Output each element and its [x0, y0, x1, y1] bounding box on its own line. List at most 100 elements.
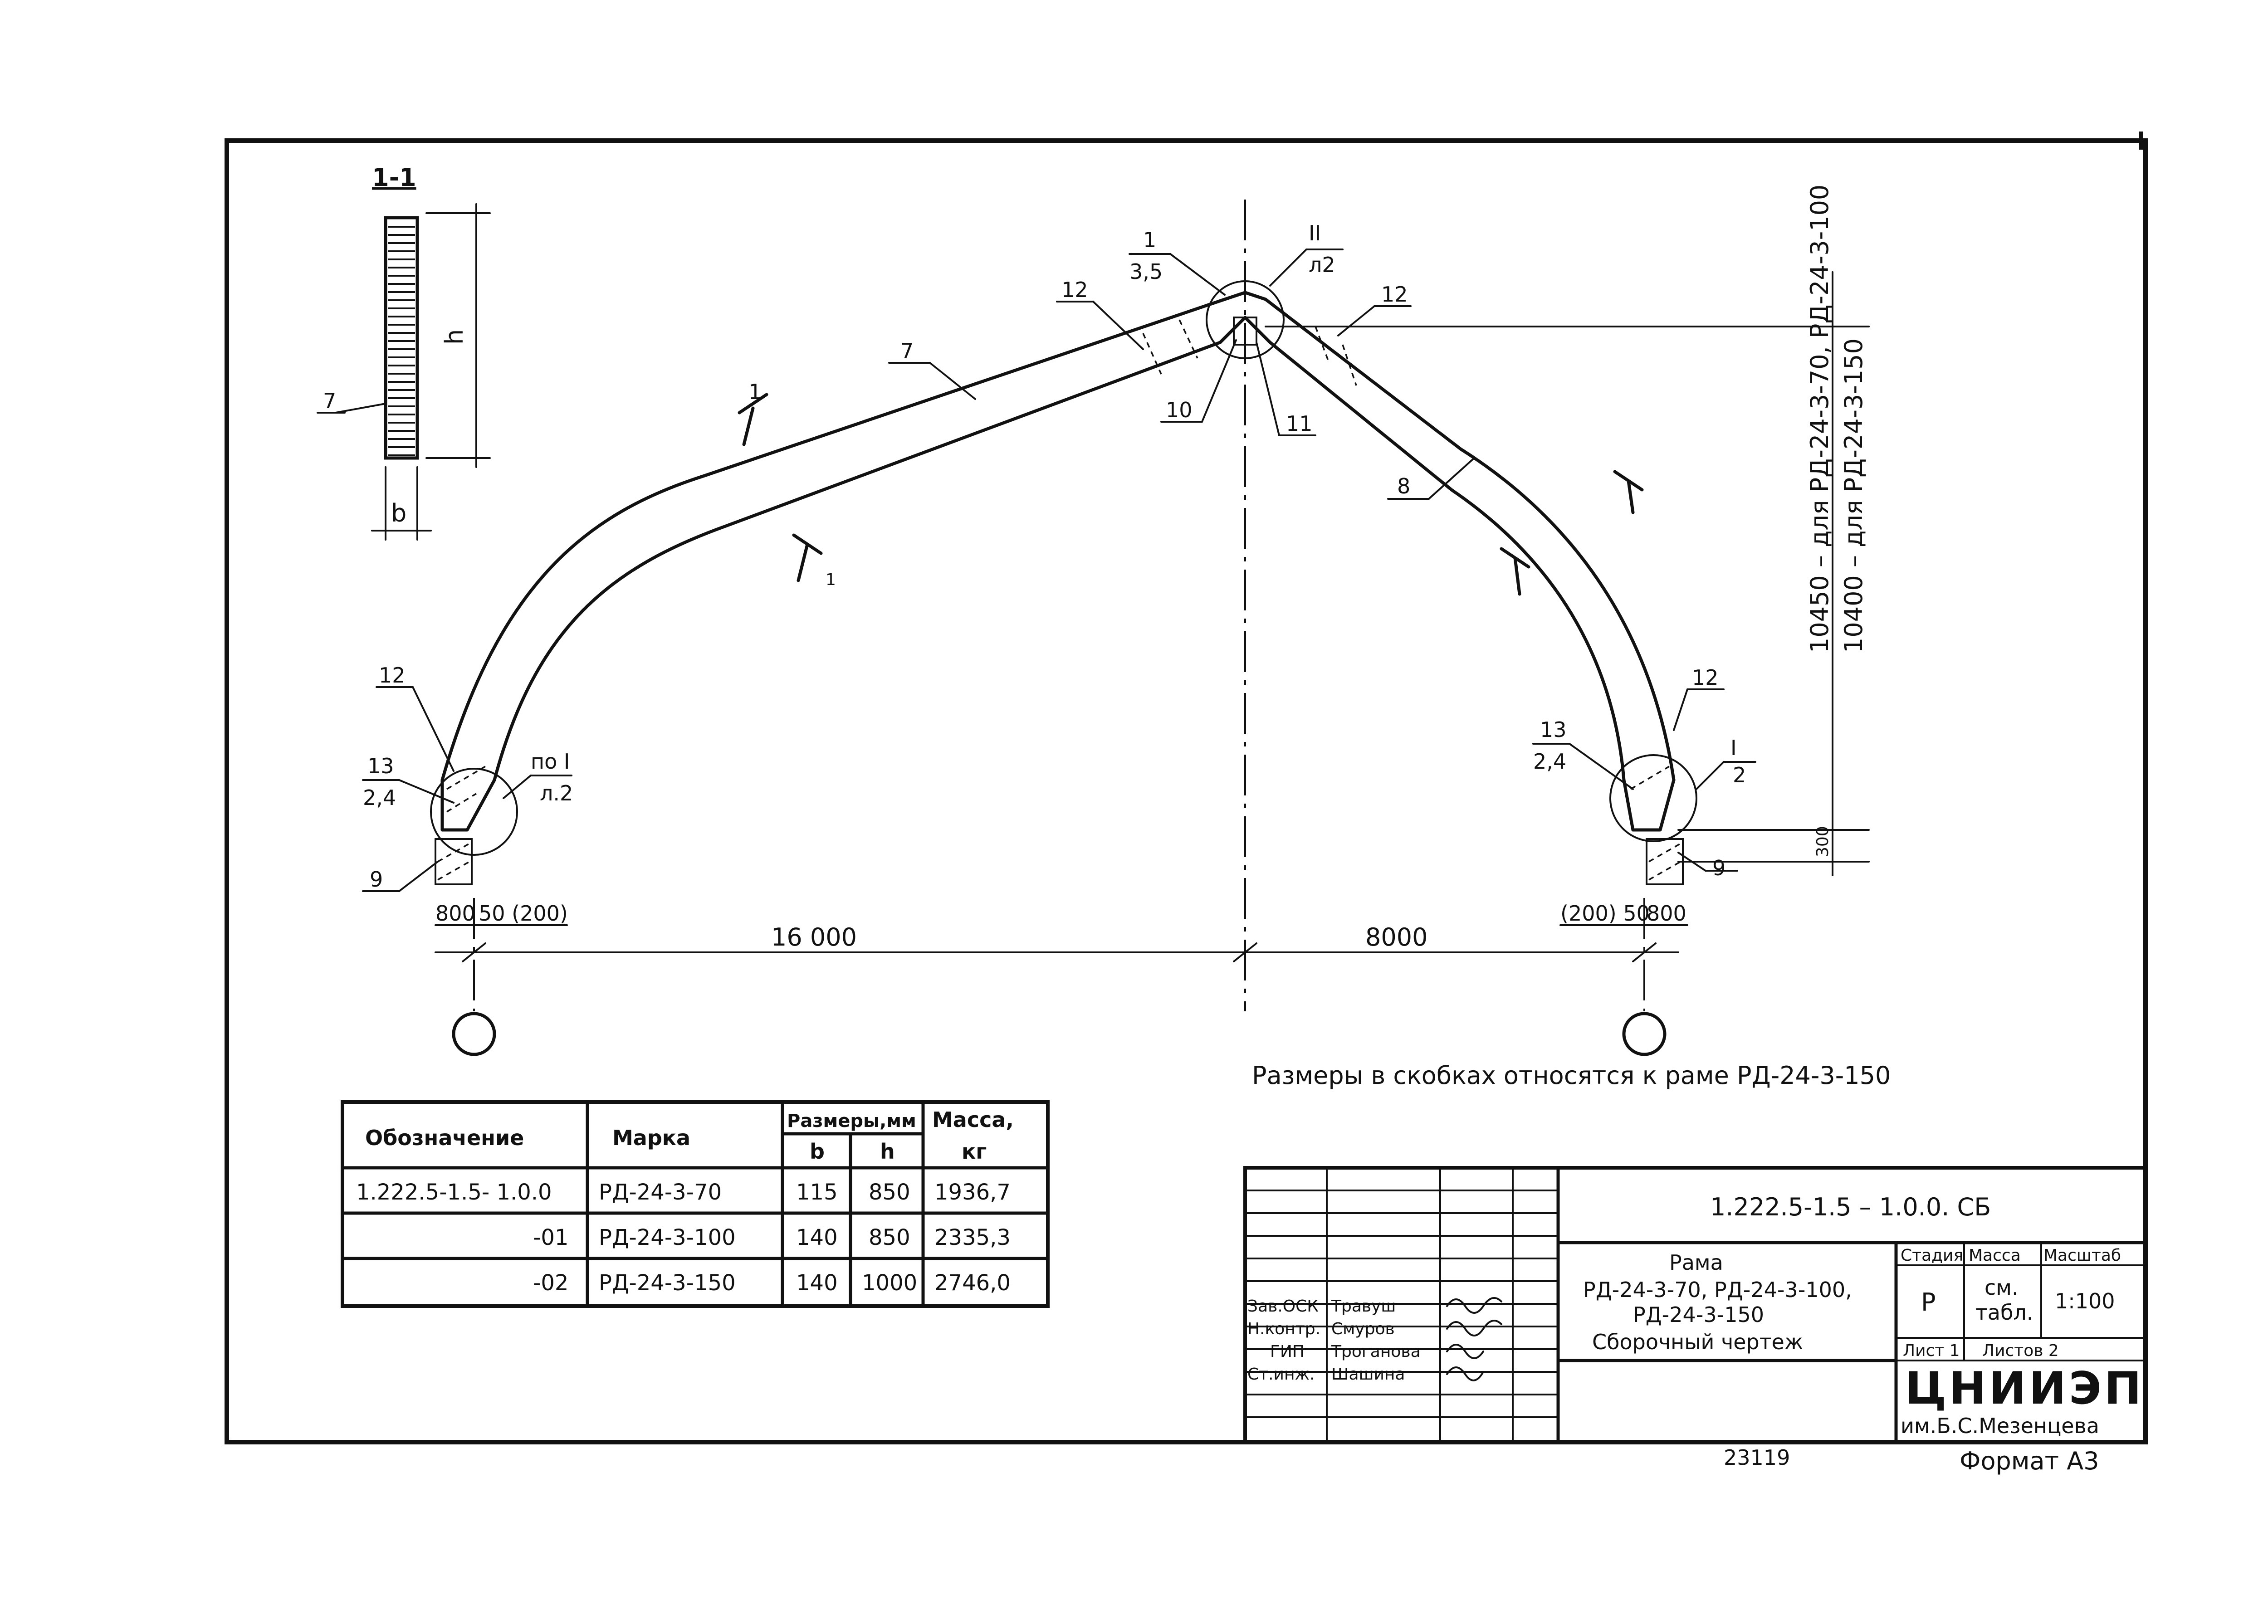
- part-13r-label: 13: [1540, 717, 1567, 742]
- ridge-hatch-right-2: [1342, 344, 1357, 386]
- left-rafter-inner: [493, 341, 1222, 782]
- name-4: Шашина: [1331, 1365, 1405, 1384]
- signature-4: [1446, 1366, 1484, 1381]
- spec-r1-b: 115: [796, 1180, 838, 1205]
- dimensions: 16 000 8000 800 50 (200) (200) 50 800 30…: [435, 185, 1870, 962]
- cut-mark-right-top: [1613, 470, 1644, 514]
- spec-r3-mass: 2746,0: [934, 1270, 1011, 1296]
- spec-header-sizes: Размеры,мм: [787, 1111, 916, 1131]
- cut-mark-bottom: [792, 533, 823, 582]
- part-1-label: 1: [1143, 228, 1156, 252]
- leader-7: [335, 403, 386, 414]
- tick-ridge: [1233, 942, 1257, 962]
- stamp-border: [1243, 1166, 2147, 1444]
- spec-header-mass: Масса,: [932, 1107, 1014, 1132]
- spec-r2-mass: 2335,3: [934, 1225, 1011, 1250]
- spec-r1-designation: 1.222.5-1.5- 1.0.0: [356, 1180, 552, 1205]
- part-8-label: 8: [1397, 474, 1410, 498]
- signature-3: [1446, 1344, 1484, 1359]
- part-9l-label: 9: [370, 867, 383, 892]
- dim-b-label: b: [391, 499, 406, 527]
- part-10-label: 10: [1166, 398, 1193, 422]
- spec-header-b: b: [810, 1139, 825, 1164]
- spec-header-designation: Обозначение: [365, 1126, 524, 1150]
- part-13r-sheet: 2,4: [1533, 749, 1566, 774]
- spec-table-border: [341, 1100, 1050, 1308]
- stamp-org-2: им.Б.С.Мезенцева: [1901, 1414, 2099, 1438]
- stamp-sheet: Лист 1: [1903, 1341, 1960, 1360]
- leader-8: [1428, 457, 1475, 500]
- height-label-2: 10400 – для РД-24-3-150: [1839, 338, 1868, 653]
- part-7-label: 7: [323, 389, 336, 413]
- leader-11: [1256, 341, 1280, 436]
- spec-header-h: h: [880, 1139, 895, 1164]
- ridge-hatch-right-1: [1315, 326, 1330, 363]
- right-gap-label: (200) 50: [1560, 901, 1650, 926]
- right-base-hatch-2: [1648, 861, 1681, 881]
- part-II-label: II: [1309, 221, 1321, 245]
- part-labels: 1 3,5 II л2 12 12 7 8 10 11 12: [362, 221, 1756, 892]
- tick-right: [1632, 942, 1657, 962]
- inventory-number: 23119: [1724, 1445, 1790, 1470]
- dim-h-label: h: [440, 329, 469, 345]
- leader-9l: [398, 861, 439, 892]
- leader-13l: [398, 779, 455, 804]
- part-II-sheet: л2: [1309, 253, 1335, 277]
- spec-table: Обозначение Марка Размеры,мм b h Масса, …: [341, 1100, 1050, 1308]
- leader-12c: [412, 686, 455, 772]
- spec-r1-h: 850: [869, 1180, 910, 1205]
- part-13l-label: 13: [367, 754, 394, 778]
- signature-1: [1446, 1297, 1502, 1314]
- spec-r1-mass: 1936,7: [934, 1180, 1011, 1205]
- leader-7-arch: [929, 362, 976, 400]
- axis-bubble-left: [452, 1012, 496, 1056]
- ridge-hatch-left-2: [1178, 319, 1198, 359]
- part-1-sheet: 3,5: [1129, 259, 1163, 284]
- left-joint-hatch: [446, 766, 486, 790]
- right-foot-label: 800: [1647, 901, 1686, 926]
- format-label: Формат А3: [1960, 1447, 2099, 1475]
- role-2: Н.контр.: [1247, 1320, 1320, 1338]
- cut-label-2: 1: [826, 571, 836, 589]
- stamp-title-1: Рама: [1669, 1250, 1723, 1275]
- stamp-stage-h: Стадия: [1901, 1246, 1963, 1265]
- part-13l-sheet: 2,4: [363, 785, 396, 810]
- name-2: Смуров: [1331, 1320, 1395, 1338]
- stamp-rows: [1245, 1190, 1558, 1418]
- part-pol-label: по I: [531, 749, 570, 774]
- stamp-title-2: РД-24-3-70, РД-24-3-100,: [1583, 1278, 1852, 1302]
- h300-label: 300: [1813, 826, 1832, 857]
- section-rect: [384, 216, 419, 460]
- ridge-hatch-left-1: [1142, 333, 1162, 375]
- leader-II: [1269, 249, 1307, 287]
- leader-10: [1201, 339, 1237, 423]
- ridge-detail-circle: [1206, 280, 1285, 359]
- section-hatch: [388, 226, 415, 456]
- part-pol-sheet: л.2: [540, 781, 573, 805]
- stamp-scale-h: Масштаб: [2043, 1246, 2121, 1265]
- ridge-connector: [1233, 317, 1257, 346]
- role-3: ГИП: [1270, 1342, 1305, 1361]
- left-rafter-outer: [440, 297, 1227, 782]
- spec-r2-b: 140: [796, 1225, 838, 1250]
- name-3: Троганова: [1331, 1342, 1421, 1361]
- leader-1: [1169, 253, 1226, 296]
- right-joint-hatch: [1630, 766, 1670, 790]
- leader-Ir: [1696, 761, 1725, 790]
- stamp-mass-2: табл.: [1975, 1300, 2033, 1325]
- drawing-frame: [225, 138, 2148, 1444]
- left-detail-circle: [430, 768, 518, 856]
- leader-pol: [503, 775, 532, 799]
- part-12d-label: 12: [1692, 665, 1719, 690]
- section-1-1: 1-1 h b 7: [317, 163, 491, 541]
- left-base-hatch-2: [437, 861, 470, 881]
- spec-header-mark: Марка: [612, 1126, 690, 1150]
- left-joint-hatch-2: [446, 793, 477, 813]
- right-rafter-inner: [1268, 341, 1626, 782]
- part-7-arch-label: 7: [900, 339, 914, 363]
- cut-mark-right-bottom: [1500, 547, 1530, 596]
- span-right-label: 8000: [1365, 923, 1427, 951]
- leader-12b: [1337, 305, 1375, 337]
- part-12b-label: 12: [1381, 282, 1408, 307]
